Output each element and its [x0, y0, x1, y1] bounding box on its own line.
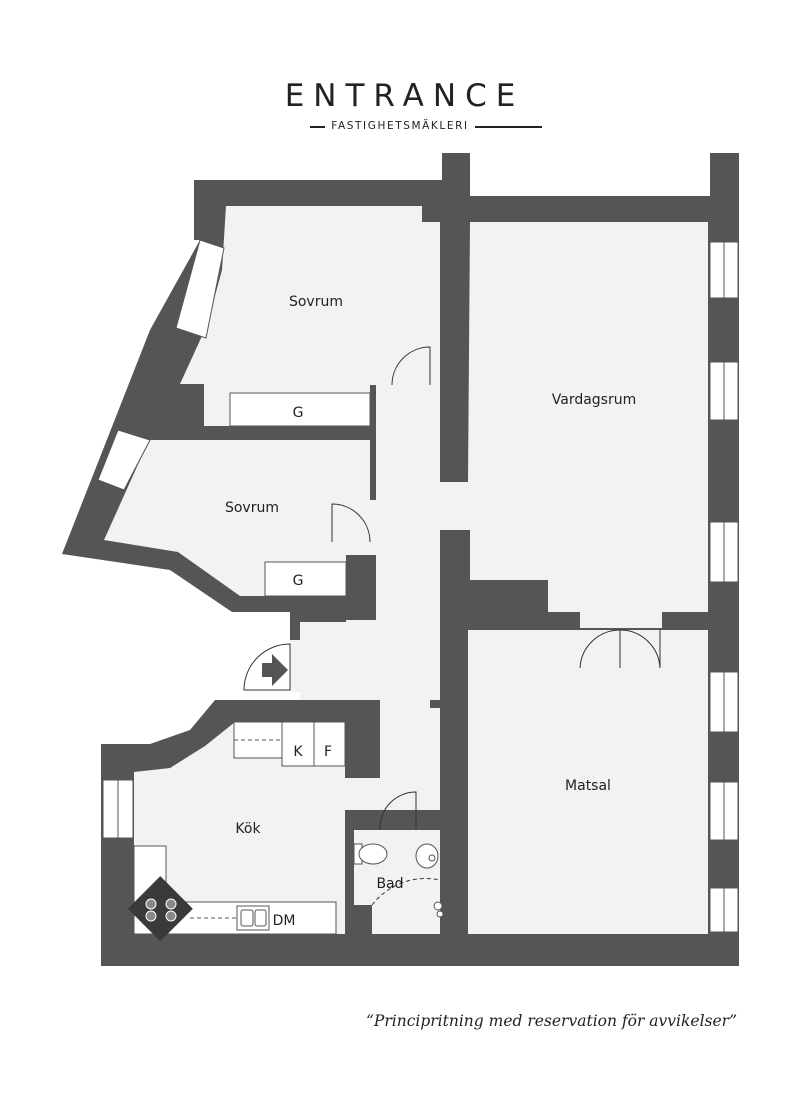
brand-logo: ENTRANCE: [0, 78, 800, 114]
sovrum-2-floor: [104, 440, 370, 596]
washbasin-icon: [415, 843, 439, 869]
floors: [104, 206, 708, 934]
wardrobe-1: [229, 392, 371, 427]
doors: [243, 346, 661, 906]
window-lines: [117, 242, 725, 932]
room-label-bad: Bad: [376, 876, 403, 892]
fixture-label-frys: F: [324, 744, 332, 760]
brand-subtitle: FASTIGHETSMÄKLERI: [325, 120, 475, 132]
vardagsrum-floor: [440, 222, 708, 628]
room-label-matsal: Matsal: [565, 778, 611, 794]
brand-name: ENTRANCE: [284, 78, 525, 114]
wardrobe-2: [264, 561, 347, 597]
disclaimer: “Principritning med reservation för avvi…: [366, 1012, 737, 1030]
entrance-arrow-icon: [262, 654, 288, 686]
matsal-floor: [468, 630, 708, 934]
sovrum-1-floor: [180, 206, 440, 426]
room-label-vardagsrum: Vardagsrum: [552, 392, 637, 408]
kok-floor: [134, 722, 345, 934]
fixture-label-diskmaskin: DM: [273, 913, 296, 929]
partitions: [204, 206, 708, 935]
room-label-kok: Kök: [235, 821, 261, 837]
fixture-label-kyl: K: [293, 744, 303, 760]
fixture-label-garderob-2: G: [293, 573, 304, 589]
room-label-sovrum-2: Sovrum: [225, 500, 279, 516]
toilet-icon: [353, 843, 388, 865]
shower-icon: [433, 901, 444, 918]
fixture-label-garderob-1: G: [293, 405, 304, 421]
room-label-sovrum-1: Sovrum: [289, 294, 343, 310]
brand-subtitle-row: FASTIGHETSMÄKLERI: [0, 120, 800, 134]
sink-icon: [240, 909, 267, 927]
entre-floor: [290, 640, 300, 692]
hall-floor: [300, 385, 440, 810]
